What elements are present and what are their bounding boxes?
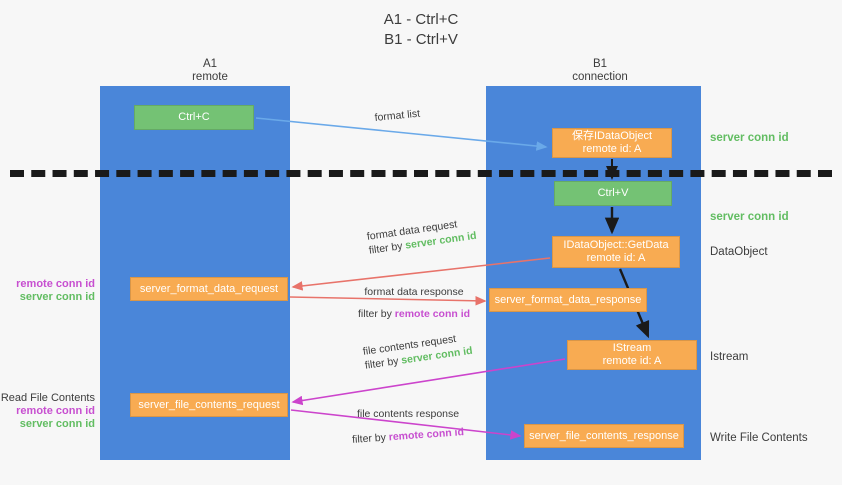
message-file-contents-request: file contents request filter by server c…	[362, 330, 473, 373]
box-idataobject[interactable]: 保存IDataObject remote id: A	[552, 128, 672, 158]
box-server-file-contents-response[interactable]: server_file_contents_response	[524, 424, 684, 448]
box-server-format-data-request[interactable]: server_format_data_request	[130, 277, 288, 301]
column-header-a1: A1 remote	[192, 58, 228, 83]
phase-divider	[10, 170, 832, 177]
box-server-format-data-response[interactable]: server_format_data_response	[489, 288, 647, 312]
message-file-contents-response: file contents response filter by remote …	[352, 407, 465, 446]
message-file-contents-response-filter: filter by remote conn id	[351, 426, 465, 446]
box-server-file-contents-request[interactable]: server_file_contents_request	[130, 393, 288, 417]
message-file-contents-response-text: file contents response	[356, 408, 460, 420]
label-server-conn-id-1: server conn id	[19, 291, 95, 303]
box-istream[interactable]: IStream remote id: A	[567, 340, 697, 370]
label-conn-ids-format: remote conn id server conn id	[0, 278, 95, 304]
message-format-data-request: format data request filter by server con…	[366, 215, 477, 258]
label-read-file-contents-group: Read File Contents remote conn id server…	[0, 392, 95, 431]
column-header-b1: B1 connection	[572, 58, 628, 83]
box-ctrl-v[interactable]: Ctrl+V	[554, 181, 672, 206]
label-dataobject: DataObject	[710, 246, 768, 258]
message-format-data-response-text: format data response	[364, 286, 464, 298]
filter-value-remote-conn-id: remote conn id	[394, 308, 471, 320]
label-server-conn-id-mid: server conn id	[710, 211, 789, 223]
label-remote-conn-id-1: remote conn id	[16, 278, 95, 290]
label-server-conn-id-2: server conn id	[19, 418, 95, 430]
label-read-file-contents: Read File Contents	[0, 392, 95, 404]
box-idataobject-getdata[interactable]: IDataObject::GetData remote id: A	[552, 236, 680, 268]
label-write-file-contents: Write File Contents	[710, 432, 808, 444]
message-format-list: format list	[374, 107, 421, 125]
box-ctrl-c[interactable]: Ctrl+C	[134, 105, 254, 130]
message-format-data-response: format data response filter by remote co…	[358, 285, 470, 321]
label-server-conn-id-top: server conn id	[710, 132, 789, 144]
filter-value-remote-conn-id-2: remote conn id	[388, 426, 465, 444]
label-remote-conn-id-2: remote conn id	[16, 405, 95, 417]
label-istream: Istream	[710, 351, 749, 363]
message-format-list-text: format list	[374, 107, 421, 124]
page-title: A1 - Ctrl+C B1 - Ctrl+V	[383, 11, 459, 48]
message-format-data-response-filter: filter by remote conn id	[358, 308, 471, 320]
